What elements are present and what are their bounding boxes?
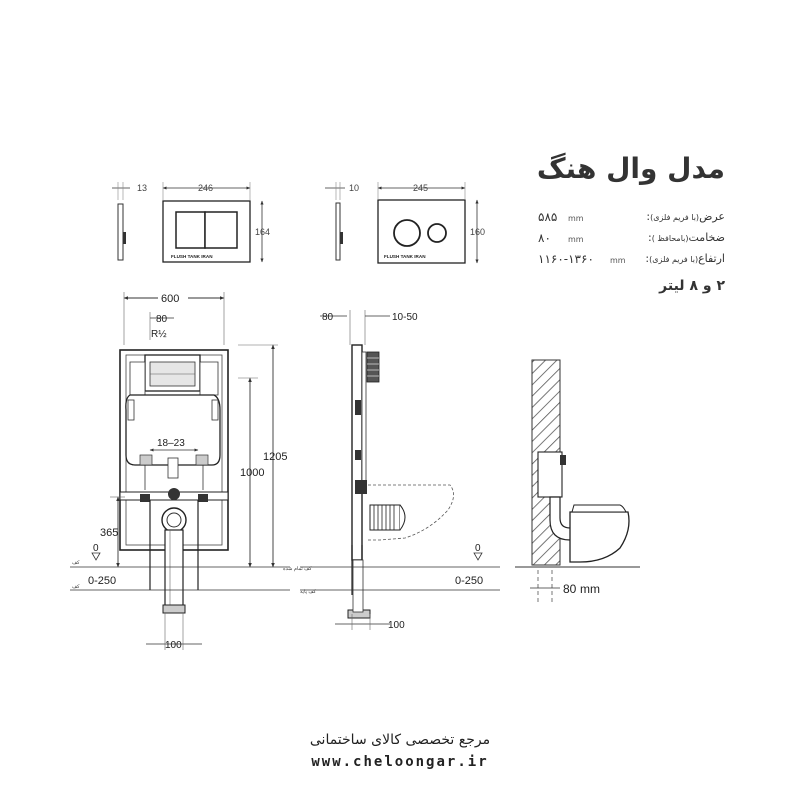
plate-right-button-small bbox=[427, 223, 447, 243]
side-zero-dim: 0 bbox=[475, 543, 481, 554]
plate-left-thickness-dim: 13 bbox=[137, 183, 147, 193]
front-spacing-dim: 18–23 bbox=[157, 438, 185, 449]
side-base-floor-label: کف پایه bbox=[300, 589, 317, 595]
front-floor-finish-label: کف bbox=[72, 560, 80, 566]
plate-left-button-large bbox=[204, 211, 238, 249]
section-view-drawing: 80 mm bbox=[515, 359, 640, 605]
plate-left-height-dim: 164 bbox=[255, 227, 270, 237]
plate-left-brand: FLUSH TANK IRAN bbox=[171, 254, 213, 259]
section-unit: mm bbox=[580, 582, 600, 596]
front-height-total-dim: 1205 bbox=[263, 451, 287, 463]
spec-value-width: ۵۸۵ bbox=[538, 210, 558, 224]
front-pipe-dim: 100 bbox=[165, 640, 182, 651]
section-wall-depth-dim: 80 bbox=[563, 582, 577, 596]
front-zero-dim: 0 bbox=[93, 543, 99, 554]
side-floor-range-dim: 0-250 bbox=[455, 575, 483, 587]
side-wall-gap-dim: 10-50 bbox=[392, 312, 418, 323]
footer: مرجع تخصصی کالای ساختمانی www.cheloongar… bbox=[0, 732, 800, 770]
front-view-drawing: 600 80 R½ 18–23 bbox=[70, 292, 290, 651]
flush-plate-right-drawing: 10 FLUSH TANK IRAN 245 160 bbox=[325, 182, 485, 264]
plate-left-profile bbox=[117, 203, 124, 261]
front-offset-dim: 80 bbox=[156, 314, 168, 325]
front-width-dim: 600 bbox=[161, 293, 179, 305]
side-depth-dim: 80 bbox=[322, 312, 334, 323]
plate-left-width-dim: 246 bbox=[198, 183, 213, 193]
plate-left-button-small bbox=[175, 211, 206, 249]
footer-tagline: مرجع تخصصی کالای ساختمانی bbox=[309, 732, 491, 748]
plate-right-button-large bbox=[393, 219, 421, 247]
plate-right-brand: FLUSH TANK IRAN bbox=[384, 254, 426, 259]
flush-plate-left-drawing: 13 FLUSH TANK IRAN 246 164 bbox=[112, 182, 270, 263]
spec-unit-width: mm bbox=[568, 214, 584, 223]
side-pipe-dim: 100 bbox=[388, 620, 405, 631]
spec-row-thickness: ضخامت(بامحافظ ): mm ۸۰ bbox=[520, 231, 725, 249]
spec-unit-height: mm bbox=[610, 256, 626, 265]
spec-value-height: ۱۱۶۰-۱۳۶۰ bbox=[538, 252, 594, 266]
front-inlet-label: R½ bbox=[151, 329, 167, 340]
spec-row-width: عرض(با فریم فلزی): mm ۵۸۵ bbox=[520, 210, 725, 228]
front-drain-height-dim: 365 bbox=[100, 527, 118, 539]
spec-row-height: ارتفاع(با فریم فلزی): mm ۱۱۶۰-۱۳۶۰ bbox=[520, 252, 725, 270]
plate-right-width-dim: 245 bbox=[413, 183, 428, 193]
spec-unit-thickness: mm bbox=[568, 235, 584, 244]
plate-right-profile bbox=[335, 202, 341, 261]
side-finished-floor-label: کف تمام شده bbox=[283, 566, 312, 572]
footer-url[interactable]: www.cheloongar.ir bbox=[311, 754, 489, 770]
spec-label-thickness: ضخامت(بامحافظ ): bbox=[648, 231, 725, 244]
spec-label-height: ارتفاع(با فریم فلزی): bbox=[645, 252, 725, 265]
front-floor-range-dim: 0-250 bbox=[88, 575, 116, 587]
front-floor-base-label: کف bbox=[72, 584, 80, 590]
spec-capacity: ۲ و ۸ لیتر bbox=[659, 278, 725, 294]
spec-title: مدل وال هنگ bbox=[536, 152, 725, 185]
plate-right-height-dim: 160 bbox=[470, 227, 485, 237]
front-height-frame-dim: 1000 bbox=[240, 467, 264, 479]
plate-right-thickness-dim: 10 bbox=[349, 183, 359, 193]
spec-value-thickness: ۸۰ bbox=[538, 231, 551, 245]
side-view-drawing: 80 10-50 کف تمام شده کف bbox=[283, 310, 500, 631]
spec-label-width: عرض(با فریم فلزی): bbox=[646, 210, 725, 223]
plate-right-front bbox=[377, 199, 466, 264]
